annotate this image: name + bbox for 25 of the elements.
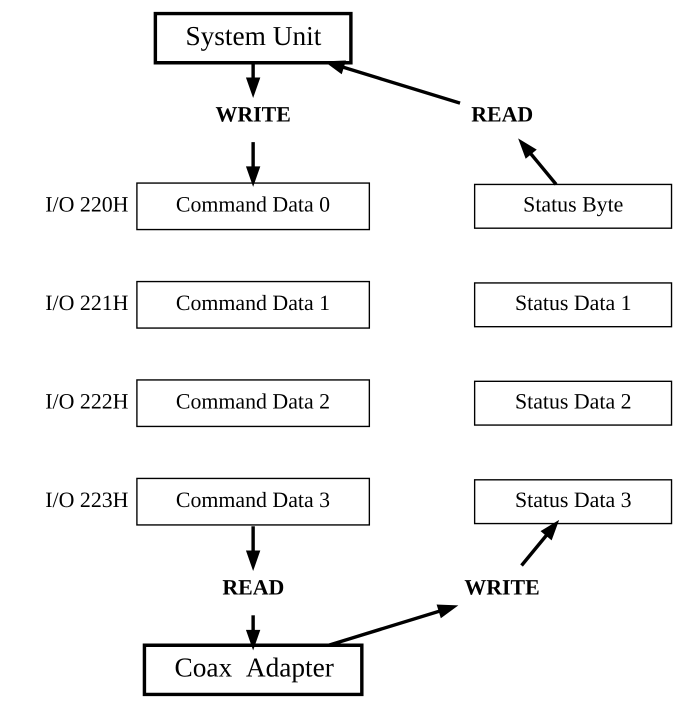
node-box: Command Data 2 bbox=[136, 379, 370, 428]
arrow bbox=[520, 520, 560, 567]
arrow bbox=[246, 142, 260, 187]
arrow bbox=[518, 138, 558, 186]
node-box: Status Data 3 bbox=[474, 479, 672, 524]
node-box: Status Data 1 bbox=[474, 282, 672, 328]
arrow bbox=[246, 615, 260, 650]
node-box: Command Data 0 bbox=[136, 182, 370, 230]
arrow bbox=[328, 604, 458, 647]
node-box: System Unit bbox=[154, 12, 353, 64]
node-label: I/O 220H bbox=[45, 192, 128, 217]
node-text: READ bbox=[222, 575, 284, 600]
node-text: WRITE bbox=[216, 102, 291, 126]
node-text: READ bbox=[471, 102, 534, 126]
node-box: Status Data 2 bbox=[474, 380, 672, 426]
node-text: WRITE bbox=[464, 575, 540, 600]
node-label: I/O 221H bbox=[45, 290, 128, 315]
node-label: I/O 223H bbox=[45, 488, 128, 512]
arrow bbox=[246, 526, 260, 572]
node-box: Command Data 1 bbox=[136, 280, 370, 329]
arrow bbox=[246, 62, 260, 98]
node-label: I/O 222H bbox=[45, 389, 128, 414]
node-box: Coax Adapter bbox=[142, 644, 364, 696]
node-box: Command Data 3 bbox=[136, 478, 370, 526]
node-box: Status Byte bbox=[474, 184, 672, 229]
